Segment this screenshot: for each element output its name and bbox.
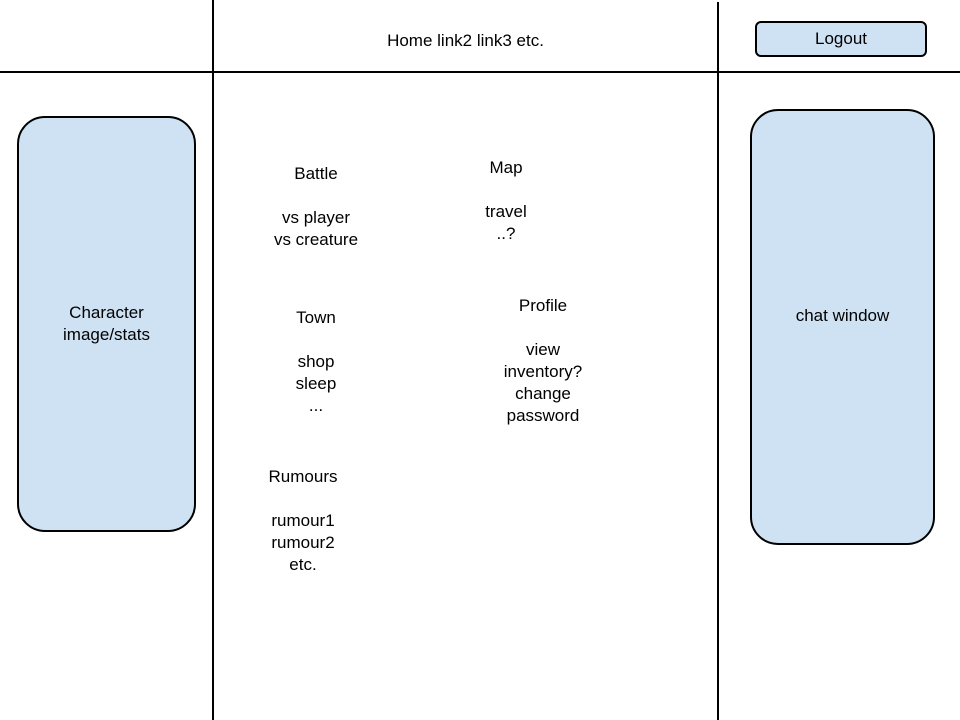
rumours-more-link[interactable]: etc.	[289, 555, 317, 574]
rumours-title[interactable]: Rumours	[268, 467, 338, 486]
logout-button[interactable]: Logout	[755, 21, 927, 57]
town-shop-link[interactable]: shop	[297, 352, 335, 371]
battle-title[interactable]: Battle	[294, 164, 338, 183]
left-column-divider	[212, 0, 214, 720]
profile-password-link[interactable]: password	[506, 406, 580, 425]
rumour-2-link[interactable]: rumour2	[271, 533, 335, 552]
profile-inventory-link[interactable]: inventory?	[503, 362, 583, 381]
spacer	[256, 329, 376, 351]
town-title[interactable]: Town	[296, 308, 336, 327]
map-more-link[interactable]: ..?	[496, 224, 516, 243]
battle-vs-creature-link[interactable]: vs creature	[273, 230, 359, 249]
spacer	[256, 185, 376, 207]
spacer	[243, 488, 363, 510]
battle-section: Battle vs player vs creature	[256, 163, 376, 251]
town-section: Town shop sleep ...	[256, 307, 376, 417]
map-travel-link[interactable]: travel	[485, 202, 527, 221]
right-column-divider	[717, 2, 719, 720]
profile-title[interactable]: Profile	[518, 296, 568, 315]
chat-window-label: chat window	[795, 306, 890, 325]
chat-window-panel[interactable]: chat window	[750, 109, 935, 545]
battle-vs-player-link[interactable]: vs player	[281, 208, 351, 227]
spacer	[446, 179, 566, 201]
town-more-link[interactable]: ...	[308, 396, 324, 415]
nav-links[interactable]: Home link2 link3 etc.	[387, 31, 544, 50]
map-section: Map travel ..?	[446, 157, 566, 245]
rumour-1-link[interactable]: rumour1	[271, 511, 335, 530]
profile-section: Profile view inventory? change password	[483, 295, 603, 427]
profile-change-link[interactable]: change	[515, 384, 571, 403]
profile-view-link[interactable]: view	[525, 340, 560, 359]
character-panel: Character image/stats	[17, 116, 196, 532]
header-divider	[0, 71, 960, 73]
character-panel-label: Character image/stats	[63, 303, 150, 344]
town-sleep-link[interactable]: sleep	[295, 374, 337, 393]
map-title[interactable]: Map	[489, 158, 523, 177]
spacer	[483, 317, 603, 339]
rumours-section: Rumours rumour1 rumour2 etc.	[243, 466, 363, 576]
